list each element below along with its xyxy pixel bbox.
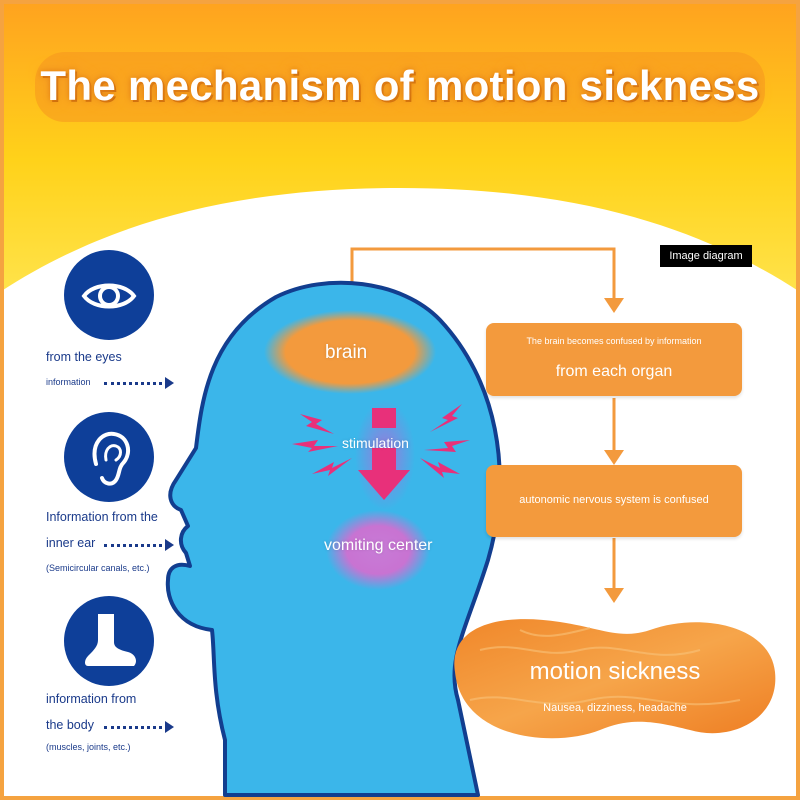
body-sublabel: the body <box>46 718 94 732</box>
brain-region <box>264 310 436 394</box>
autonomic-text: autonomic nervous system is confused <box>519 494 709 506</box>
eye-icon-badge <box>64 250 154 340</box>
eyes-arrow <box>104 376 174 390</box>
ear-note: (Semicircular canals, etc.) <box>46 563 150 573</box>
brain-confused-text: from each organ <box>555 363 673 380</box>
motion-sickness-result: motion sickness Nausea, dizziness, heada… <box>455 620 775 740</box>
motion-sickness-blob <box>454 619 776 739</box>
ear-icon <box>92 431 131 486</box>
foot-icon-badge <box>64 596 154 686</box>
ear-sublabel: inner ear <box>46 536 96 550</box>
body-label: information from <box>46 692 137 706</box>
eyes-label: from the eyes <box>46 350 122 364</box>
motion-sickness-title: motion sickness <box>529 658 701 685</box>
brain-label: brain <box>325 342 368 363</box>
vomiting-center-label: vomiting center <box>324 537 433 554</box>
autonomic-box: autonomic nervous system is confused <box>486 465 742 537</box>
stimulation-label: stimulation <box>342 435 409 451</box>
foot-icon <box>85 614 136 666</box>
ear-arrow <box>104 538 174 552</box>
ear-icon-badge <box>64 412 154 502</box>
lightning-bolts <box>292 404 470 478</box>
ear-label: Information from the <box>46 510 158 524</box>
eyes-sublabel: information <box>46 377 91 387</box>
stimulation-arrow <box>358 408 410 500</box>
brain-confused-box: The brain becomes confused by informatio… <box>486 323 742 396</box>
watermark-label: Image diagram <box>660 245 752 267</box>
body-arrow <box>104 720 174 734</box>
eye-icon <box>81 283 137 309</box>
page-title: The mechanism of motion sickness <box>40 62 760 109</box>
vomiting-center-region <box>326 510 430 590</box>
brain-confused-caption: The brain becomes confused by informatio… <box>526 336 702 346</box>
symptoms-text: Nausea, dizziness, headache <box>543 702 687 714</box>
body-note: (muscles, joints, etc.) <box>46 742 131 752</box>
